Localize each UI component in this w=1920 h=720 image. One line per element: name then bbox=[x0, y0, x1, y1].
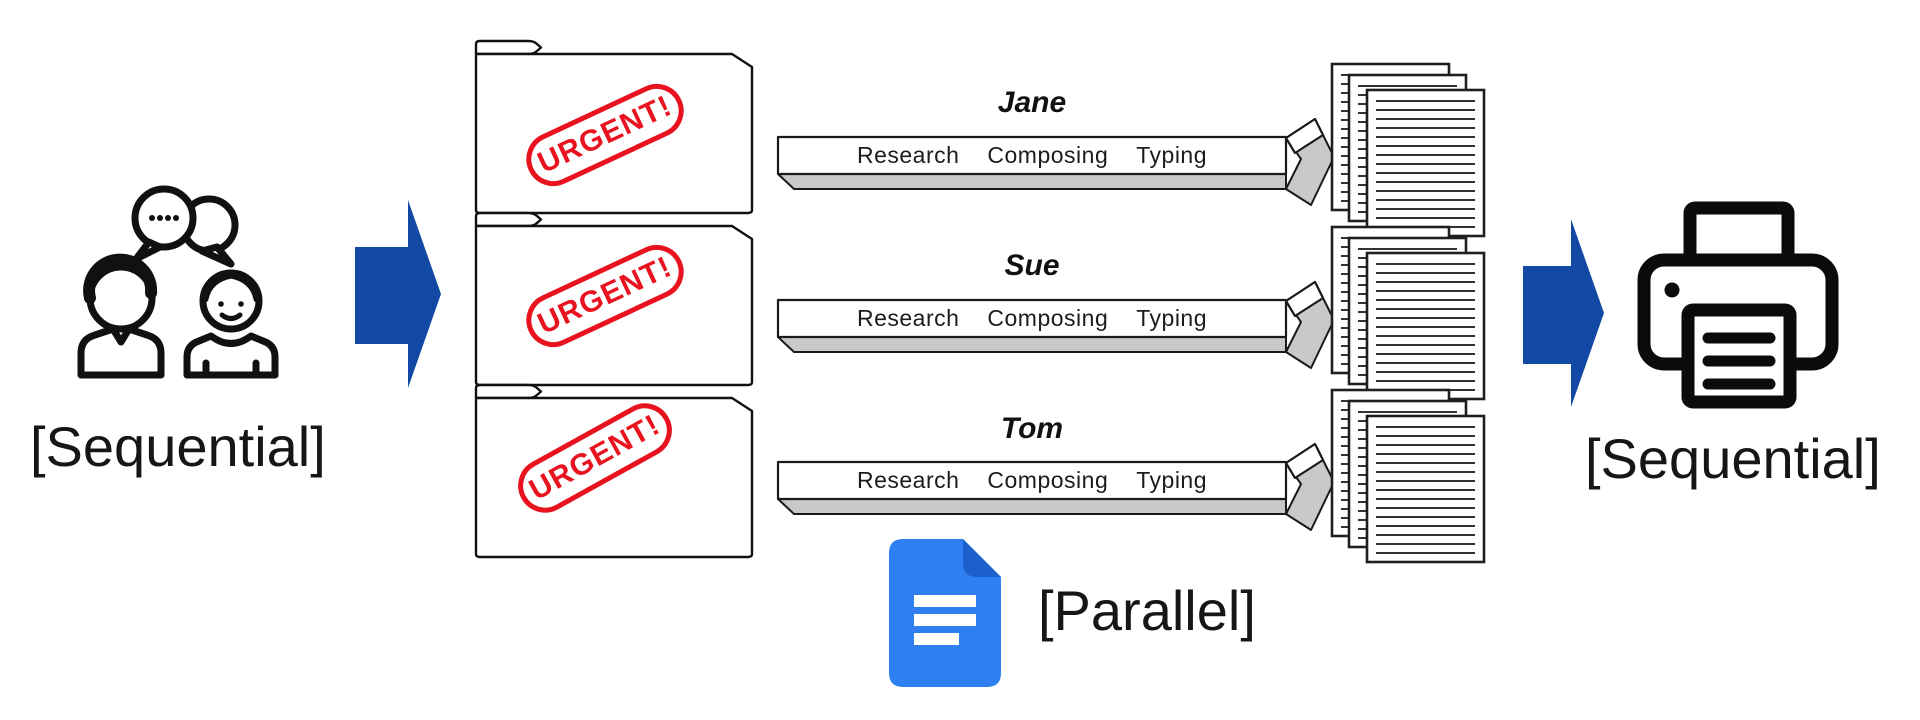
docs-folded-corner bbox=[963, 539, 1001, 577]
docs-text-lines bbox=[914, 595, 976, 645]
google-docs-icon bbox=[889, 539, 1001, 687]
document-stack-icon bbox=[1330, 225, 1486, 401]
task-label: Typing bbox=[1136, 305, 1208, 331]
speech-bubbles-icon bbox=[131, 185, 239, 268]
person-right-icon bbox=[183, 269, 279, 379]
task-arrow-sue bbox=[776, 280, 1335, 369]
task-arrow-jane bbox=[776, 117, 1335, 206]
document-stack-icon bbox=[1330, 62, 1486, 238]
printer-paper-lines bbox=[1702, 332, 1776, 390]
task-list-sue: Research Composing Typing bbox=[778, 306, 1286, 331]
task-list-tom: Research Composing Typing bbox=[778, 468, 1286, 493]
task-label: Composing bbox=[987, 305, 1109, 331]
document-stack-icon bbox=[1330, 388, 1486, 564]
person-left-icon bbox=[77, 253, 165, 379]
worker-name-jane: Jane bbox=[997, 86, 1067, 119]
task-label: Research bbox=[856, 142, 960, 168]
bubble-dots bbox=[149, 215, 179, 221]
worker-name-tom: Tom bbox=[1000, 412, 1064, 445]
urgent-folders-icon bbox=[474, 39, 754, 559]
right-sequential-label: [Sequential] bbox=[1585, 427, 1881, 490]
left-sequential-label: [Sequential] bbox=[30, 415, 326, 478]
printer-led-dot bbox=[1664, 282, 1680, 298]
flow-arrow-right-icon bbox=[1523, 219, 1604, 407]
flow-arrow-left-icon bbox=[355, 200, 441, 388]
folder-icon bbox=[474, 383, 754, 559]
printer-icon bbox=[1637, 201, 1839, 409]
task-label: Research bbox=[856, 305, 960, 331]
task-label: Typing bbox=[1136, 467, 1208, 493]
worker-name-sue: Sue bbox=[1004, 249, 1060, 282]
folder-icon bbox=[474, 39, 754, 215]
task-label: Research bbox=[856, 467, 960, 493]
two-people-talking-icon bbox=[77, 185, 279, 379]
task-label: Composing bbox=[987, 467, 1109, 493]
task-arrow-tom bbox=[776, 442, 1335, 531]
parallel-label: [Parallel] bbox=[1038, 579, 1256, 642]
task-label: Typing bbox=[1136, 142, 1208, 168]
task-label: Composing bbox=[987, 142, 1109, 168]
task-list-jane: Research Composing Typing bbox=[778, 143, 1286, 168]
folder-icon bbox=[474, 211, 754, 387]
